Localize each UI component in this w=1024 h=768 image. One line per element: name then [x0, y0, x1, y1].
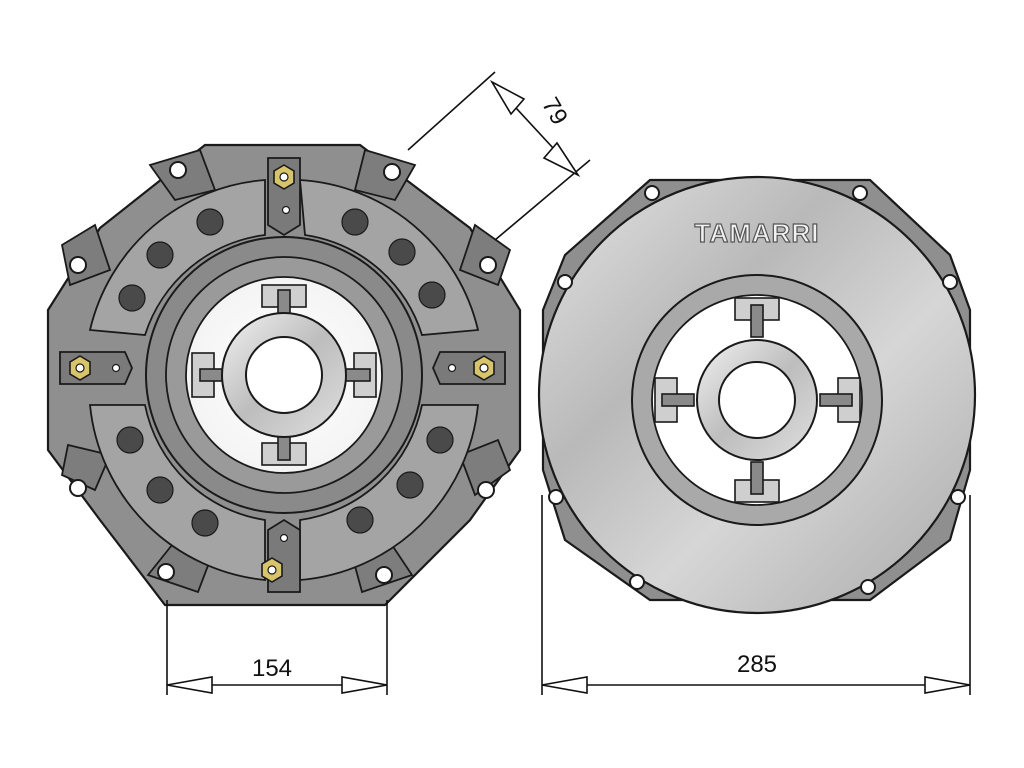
dimension-inner-width: 154 — [166, 600, 388, 695]
dimension-arrow-icon — [489, 79, 526, 116]
dimension-height-label: 79 — [536, 93, 573, 130]
back-bore — [718, 361, 796, 439]
dimension-arrow-icon — [924, 676, 971, 694]
dimension-arrow-icon — [541, 676, 588, 694]
dimension-outer-width: 285 — [541, 495, 971, 695]
clutch-front-view — [46, 143, 522, 607]
mounting-hole-icon — [69, 161, 497, 584]
clutch-back-view: TAMARRI — [537, 175, 977, 615]
dimension-arrow-icon — [166, 676, 213, 694]
pad-holes — [116, 208, 454, 537]
brand-label: TAMARRI — [695, 218, 820, 248]
back-levers — [654, 297, 861, 503]
mounting-hole-icon — [548, 185, 966, 595]
dimension-arrow-icon — [341, 676, 388, 694]
dimension-inner-width-label: 154 — [252, 655, 292, 682]
hub-bore — [245, 336, 323, 414]
dimension-outer-width-label: 285 — [737, 651, 777, 678]
dimension-arrow-icon — [542, 141, 581, 178]
